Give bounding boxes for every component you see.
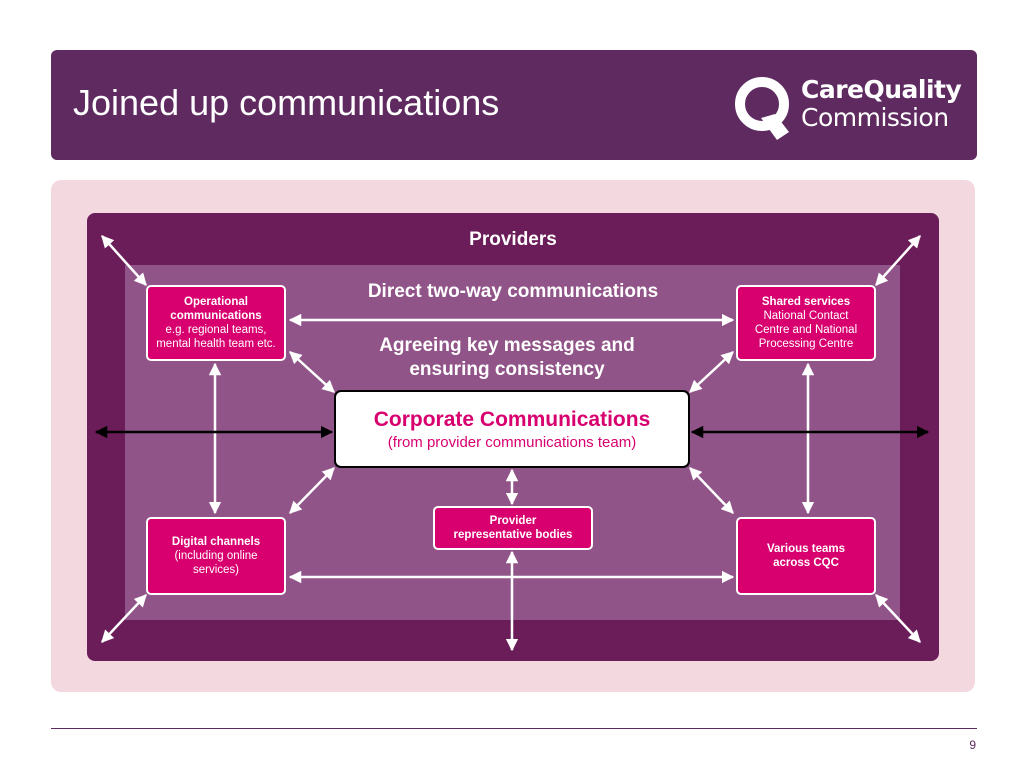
footer-divider [51, 728, 977, 729]
provider-rep-line-2: representative bodies [453, 529, 573, 541]
shared-services-box: Shared services National Contact Centre … [736, 285, 876, 361]
various-line-1: Various teams [767, 543, 845, 555]
operational-line-2: communications [170, 310, 262, 322]
arrow-diag-top-left [289, 351, 335, 393]
corporate-communications-subtitle: (from provider communications team) [387, 433, 637, 451]
various-line-2: across CQC [773, 557, 839, 569]
providers-label: Providers [469, 229, 557, 250]
page-title: Joined up communications [73, 82, 500, 123]
logo-line-1: CareQuality [801, 75, 962, 104]
provider-rep-line-1: Provider [489, 515, 537, 527]
shared-line-2: National Contact [763, 310, 849, 322]
digital-line-3: services) [192, 564, 239, 576]
arrow-corner-bottom-left [101, 594, 147, 643]
arrow-diag-bottom-left [289, 467, 335, 514]
arrow-diag-bottom-right [689, 467, 734, 514]
arrow-corner-top-left [101, 235, 147, 286]
cqc-logo: CareQuality Commission [731, 72, 962, 144]
cqc-q-icon [735, 77, 789, 140]
direct-communications-label: Direct two-way communications [367, 281, 659, 302]
agreeing-line-1: Agreeing key messages and [379, 335, 635, 356]
various-teams-box: Various teams across CQC [736, 517, 876, 595]
corporate-communications-box: Corporate Communications (from provider … [334, 390, 690, 468]
arrow-corner-top-right [875, 235, 921, 286]
digital-channels-box: Digital channels (including online servi… [146, 517, 286, 595]
digital-line-1: Digital channels [171, 536, 261, 548]
agreeing-line-2: ensuring consistency [409, 359, 605, 380]
shared-line-3: Centre and National [754, 324, 858, 336]
provider-representative-bodies-box: Provider representative bodies [433, 506, 593, 550]
header-bar: Joined up communications CareQuality Com… [51, 50, 977, 160]
arrow-corner-bottom-right [875, 594, 921, 643]
agreeing-messages-label: Agreeing key messages and ensuring consi… [300, 334, 714, 382]
logo-line-2: Commission [801, 103, 949, 132]
corporate-communications-title: Corporate Communications [373, 407, 651, 431]
logo-wordmark: CareQuality Commission [801, 75, 962, 132]
arrow-diag-top-right [689, 351, 734, 393]
digital-line-2: (including online [174, 550, 258, 562]
operational-line-4: mental health team etc. [156, 338, 276, 350]
page-number: 9 [969, 738, 976, 752]
operational-communications-box: Operational communications e.g. regional… [146, 285, 286, 361]
operational-line-3: e.g. regional teams, [165, 324, 267, 336]
shared-line-4: Processing Centre [758, 338, 854, 350]
operational-line-1: Operational [184, 296, 248, 308]
shared-line-1: Shared services [761, 296, 851, 308]
